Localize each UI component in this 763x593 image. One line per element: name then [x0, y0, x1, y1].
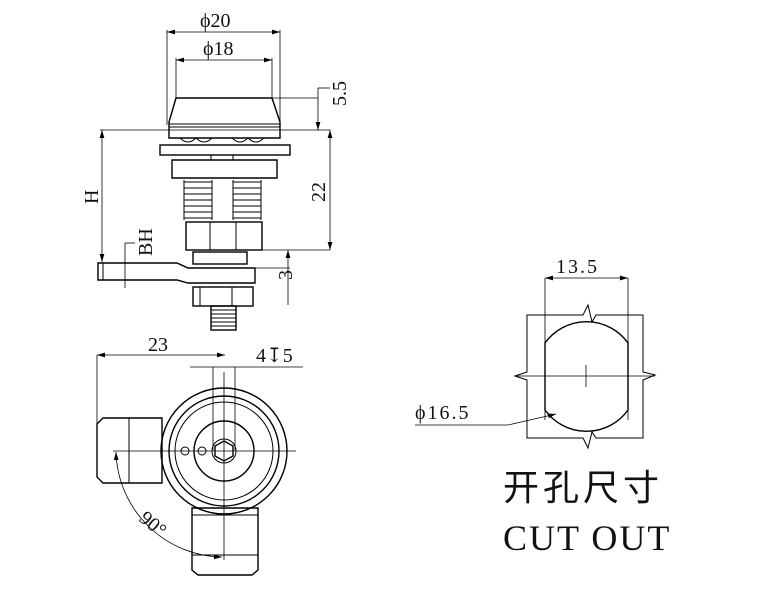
cam [97, 262, 256, 284]
washer [159, 144, 291, 156]
dim-hole-diameter: ϕ16.5 [415, 402, 471, 424]
panel-outline [513, 303, 657, 450]
dim-flat-width: 13.5 [556, 256, 599, 278]
dim-total-height: H [81, 190, 103, 204]
dim-hex-key: 4↧5 [256, 345, 293, 367]
cut-out-title-en: CUT OUT [503, 518, 671, 558]
dim-cap-height: 5.5 [329, 81, 351, 106]
dim-body-length: 22 [308, 182, 330, 202]
cut-out-hole [544, 321, 629, 432]
front-view: ϕ20 ϕ18 5.5 22 H [81, 10, 351, 331]
cut-out-view: 13.5 ϕ16.5 开孔尺寸 CUT OUT [415, 256, 671, 558]
cam-closed-position [191, 507, 259, 576]
dim-cam-thickness: 3 [275, 270, 297, 280]
dim-cam-offset: BH [135, 228, 157, 256]
dim-inner-diameter: ϕ18 [203, 38, 234, 60]
dim-cam-length: 23 [148, 334, 168, 356]
springs [183, 180, 262, 220]
cut-out-title-cn: 开孔尺寸 [503, 468, 663, 509]
lock-barrel [185, 221, 263, 251]
lock-cap [168, 97, 281, 139]
dim-outer-diameter: ϕ20 [200, 10, 231, 32]
cam-open-position [96, 417, 163, 484]
lock-body-nut [171, 159, 278, 179]
fixing-nut [192, 286, 254, 307]
bottom-view: 23 4↧5 90° [96, 334, 303, 576]
dim-rotation-angle: 90° [135, 507, 171, 542]
